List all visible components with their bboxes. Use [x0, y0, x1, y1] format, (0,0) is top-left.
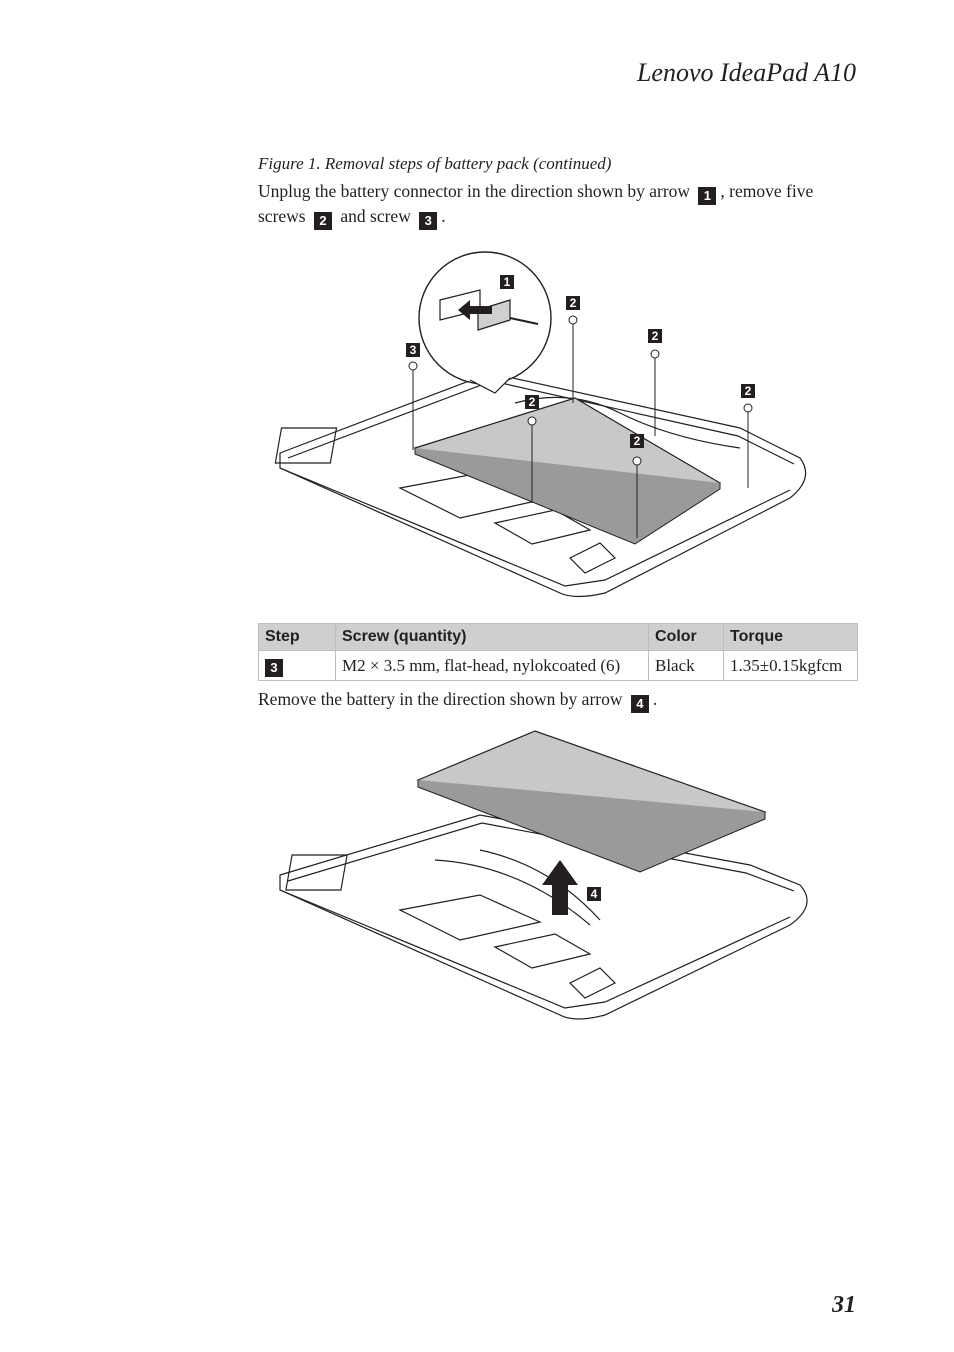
callout-2: 2	[570, 296, 577, 310]
callout-1: 1	[504, 275, 511, 289]
callout-2: 2	[529, 395, 536, 409]
callout-3: 3	[410, 343, 417, 357]
instruction-unplug-connector: Unplug the battery connector in the dire…	[258, 180, 858, 230]
callout-2: 2	[745, 384, 752, 398]
column-header-screw: Screw (quantity)	[335, 623, 649, 651]
instruction-text: .	[441, 206, 446, 226]
screw-specification-table: Step Screw (quantity) Color Torque 3 M2 …	[258, 623, 858, 681]
callout-4: 4	[591, 887, 598, 901]
instruction-text: Remove the battery in the direction show…	[258, 689, 623, 709]
instruction-text: and screw	[340, 206, 411, 226]
cell-step: 3	[258, 650, 336, 681]
step-badge-1: 1	[698, 187, 717, 205]
cell-screw: M2 × 3.5 mm, flat-head, nylokcoated (6)	[335, 650, 649, 681]
callout-2: 2	[634, 434, 641, 448]
cell-color: Black	[648, 650, 724, 681]
battery-removal-illustration: 4	[279, 730, 808, 1020]
up-arrow-icon	[542, 860, 578, 915]
page-number: 31	[832, 1292, 856, 1318]
cell-torque: 1.35±0.15kgfcm	[723, 650, 858, 681]
column-header-step: Step	[258, 623, 336, 651]
column-header-torque: Torque	[723, 623, 858, 651]
column-header-color: Color	[648, 623, 724, 651]
table-row: 3 M2 × 3.5 mm, flat-head, nylokcoated (6…	[258, 650, 858, 681]
battery-screws-illustration: 1 2 2 2 2 2 3	[274, 251, 807, 598]
instruction-text: .	[652, 689, 658, 709]
running-header-title: Lenovo IdeaPad A10	[636, 58, 856, 87]
instruction-text: , remove five screws	[258, 181, 814, 226]
table-header-row: Step Screw (quantity) Color Torque	[258, 623, 858, 651]
callout-2: 2	[652, 329, 659, 343]
step-badge-3: 3	[265, 659, 283, 677]
figure-caption: Figure 1. Removal steps of battery pack …	[258, 154, 612, 173]
step-badge-2: 2	[314, 212, 332, 230]
step-badge-4: 4	[630, 695, 649, 713]
instruction-remove-battery: Remove the battery in the direction show…	[258, 688, 858, 713]
instruction-text: Unplug the battery connector in the dire…	[258, 181, 691, 201]
step-badge-3: 3	[419, 212, 438, 230]
